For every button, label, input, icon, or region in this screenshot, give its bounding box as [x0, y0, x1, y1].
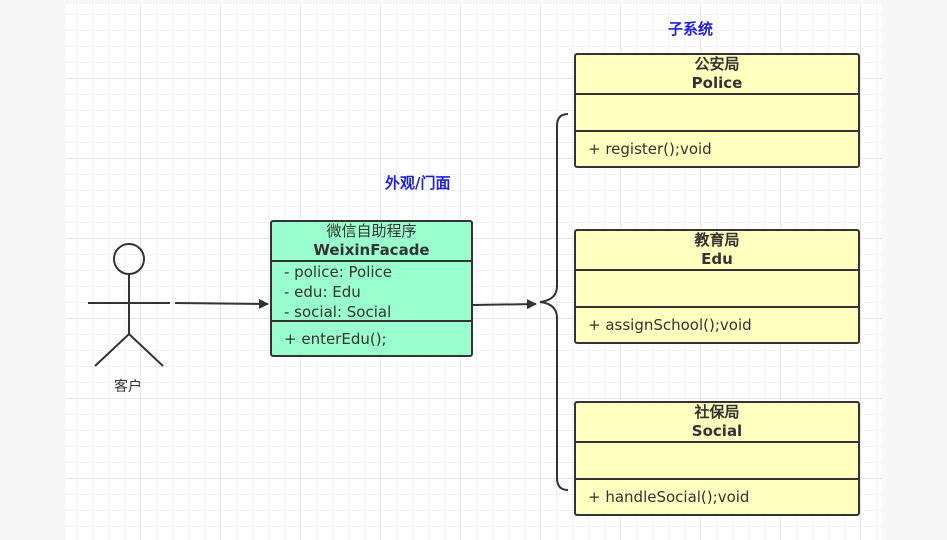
subsystem-social-methods: + handleSocial();void	[576, 480, 858, 507]
subsystem-social-method: + handleSocial();void	[588, 488, 750, 506]
actor-leg-left	[94, 333, 130, 367]
arrow-facade-to-subsystems	[472, 299, 537, 310]
subsystem-brace	[539, 113, 569, 491]
facade-attribute: - edu: Edu	[284, 283, 361, 301]
subsystem-edu-header: 教育局 Edu	[576, 231, 858, 271]
facade-class-header: 微信自助程序 WeixinFacade	[272, 222, 471, 262]
subsystem-edu-methods: + assignSchool();void	[576, 308, 858, 335]
subsystem-social-header: 社保局 Social	[576, 403, 858, 443]
subsystem-edu-title-cn: 教育局	[694, 231, 740, 249]
facade-group-label: 外观/门面	[385, 174, 451, 192]
subsystem-police-header: 公安局 Police	[576, 55, 858, 95]
subsystem-social-name: Social	[691, 422, 743, 440]
subsystem-police-method: + register();void	[588, 140, 712, 158]
subsystem-group-label: 子系统	[668, 20, 714, 38]
facade-attribute: - police: Police	[284, 263, 393, 281]
arrow-client-to-facade	[174, 298, 269, 309]
actor-leg-right	[128, 333, 164, 367]
subsystem-police-box: 公安局 Police + register();void	[574, 53, 860, 168]
facade-method: + enterEdu();	[284, 330, 387, 348]
subsystem-social-attributes	[576, 443, 858, 480]
actor-head	[113, 243, 145, 275]
subsystem-edu-name: Edu	[701, 250, 733, 268]
facade-class-box: 微信自助程序 WeixinFacade - police: Police - e…	[270, 220, 473, 357]
facade-attribute: - social: Social	[284, 303, 392, 321]
facade-methods: + enterEdu();	[272, 322, 471, 349]
subsystem-police-methods: + register();void	[576, 132, 858, 159]
facade-class-name: WeixinFacade	[313, 241, 430, 259]
subsystem-edu-method: + assignSchool();void	[588, 316, 752, 334]
subsystem-social-box: 社保局 Social + handleSocial();void	[574, 401, 860, 516]
facade-stereotype: 微信自助程序	[326, 222, 417, 240]
subsystem-edu-attributes	[576, 271, 858, 308]
subsystem-police-title-cn: 公安局	[694, 55, 740, 73]
actor-figure	[88, 243, 170, 367]
subsystem-police-name: Police	[691, 74, 743, 92]
subsystem-police-attributes	[576, 95, 858, 132]
subsystem-social-title-cn: 社保局	[694, 403, 740, 421]
client-label: 客户	[114, 379, 142, 395]
subsystem-edu-box: 教育局 Edu + assignSchool();void	[574, 229, 860, 344]
facade-attributes: - police: Police - edu: Edu - social: So…	[272, 262, 471, 322]
